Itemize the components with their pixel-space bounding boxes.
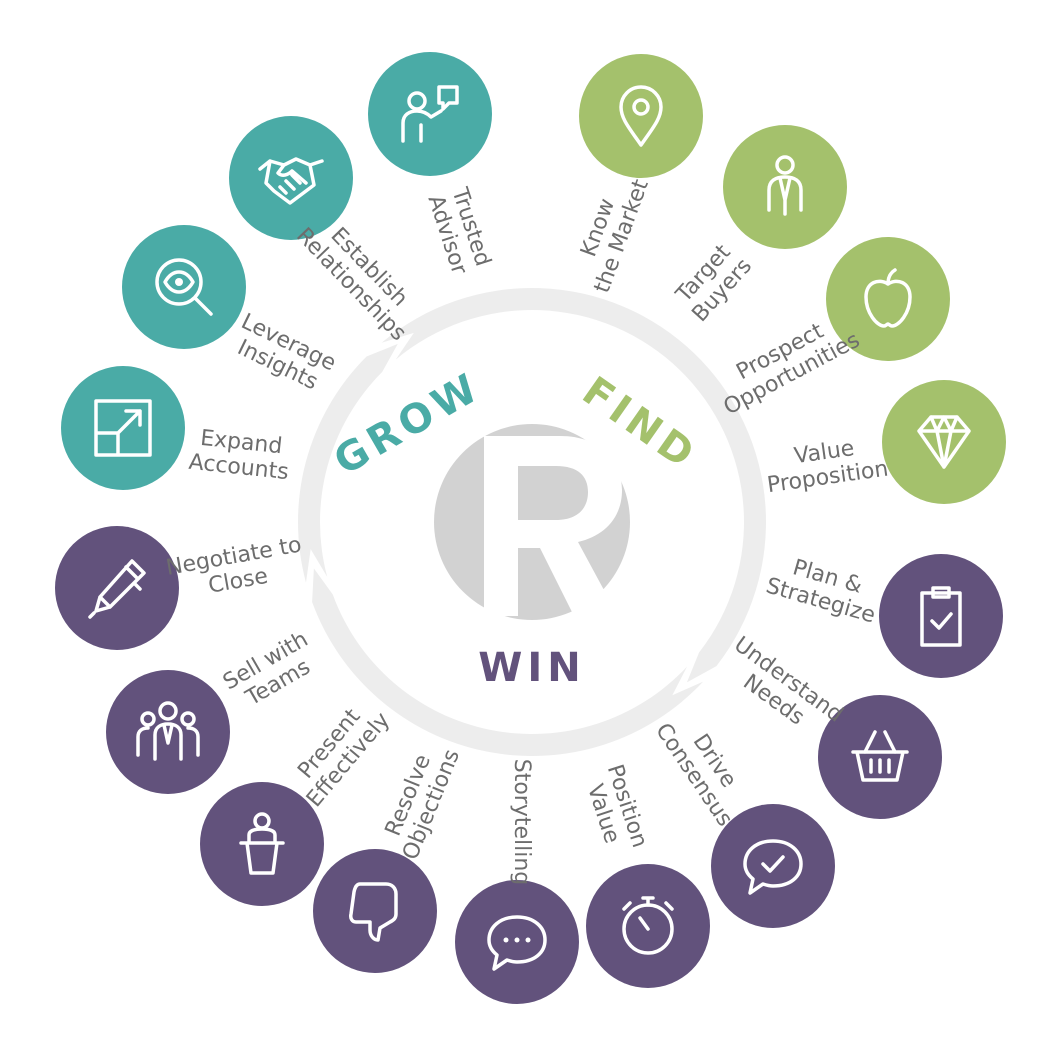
skill-node-12[interactable] [106,670,231,794]
advisor-chat-icon [401,85,460,144]
skill-node-15[interactable] [121,225,246,350]
magnifier-eye-icon [155,258,213,316]
skill-node-14[interactable] [60,365,185,490]
skill-node-9[interactable] [455,879,580,1004]
skill-node-10[interactable] [312,849,437,974]
stopwatch-icon [622,895,674,955]
expand-arrow-icon [94,398,152,457]
skill-node-8[interactable] [585,863,710,988]
pen-icon [88,558,146,619]
skill-node-4[interactable] [882,379,1007,504]
skill-node-11[interactable] [200,781,325,906]
find-ring-segment [381,287,767,683]
shopping-basket-icon [851,730,909,782]
handshake-icon [258,157,324,205]
win-ring-segment [312,568,704,757]
chat-check-icon [743,839,803,895]
apple-icon [864,268,912,329]
skill-node-5[interactable] [879,554,1004,679]
skill-node-2[interactable] [722,124,847,249]
phase-win-label: WIN [478,645,586,691]
skill-node-7[interactable] [710,804,835,929]
skill-node-6[interactable] [818,694,943,819]
thumbs-down-icon [348,882,398,943]
buyer-person-icon [767,154,803,216]
team-group-icon [136,701,201,761]
chat-dots-icon [487,914,548,971]
podium-presenter-icon [239,811,285,875]
skill-node-16[interactable] [229,115,354,240]
skill-node-3[interactable] [826,237,951,362]
diamond-icon [917,415,972,469]
skill-node-17[interactable] [368,52,493,177]
map-pin-icon [618,85,663,148]
skill-node-13[interactable] [55,525,180,650]
skill-node-1[interactable] [578,54,703,179]
skill-label: Storytelling [509,758,535,886]
clipboard-check-icon [920,586,962,648]
grow-ring-segment [298,343,398,583]
